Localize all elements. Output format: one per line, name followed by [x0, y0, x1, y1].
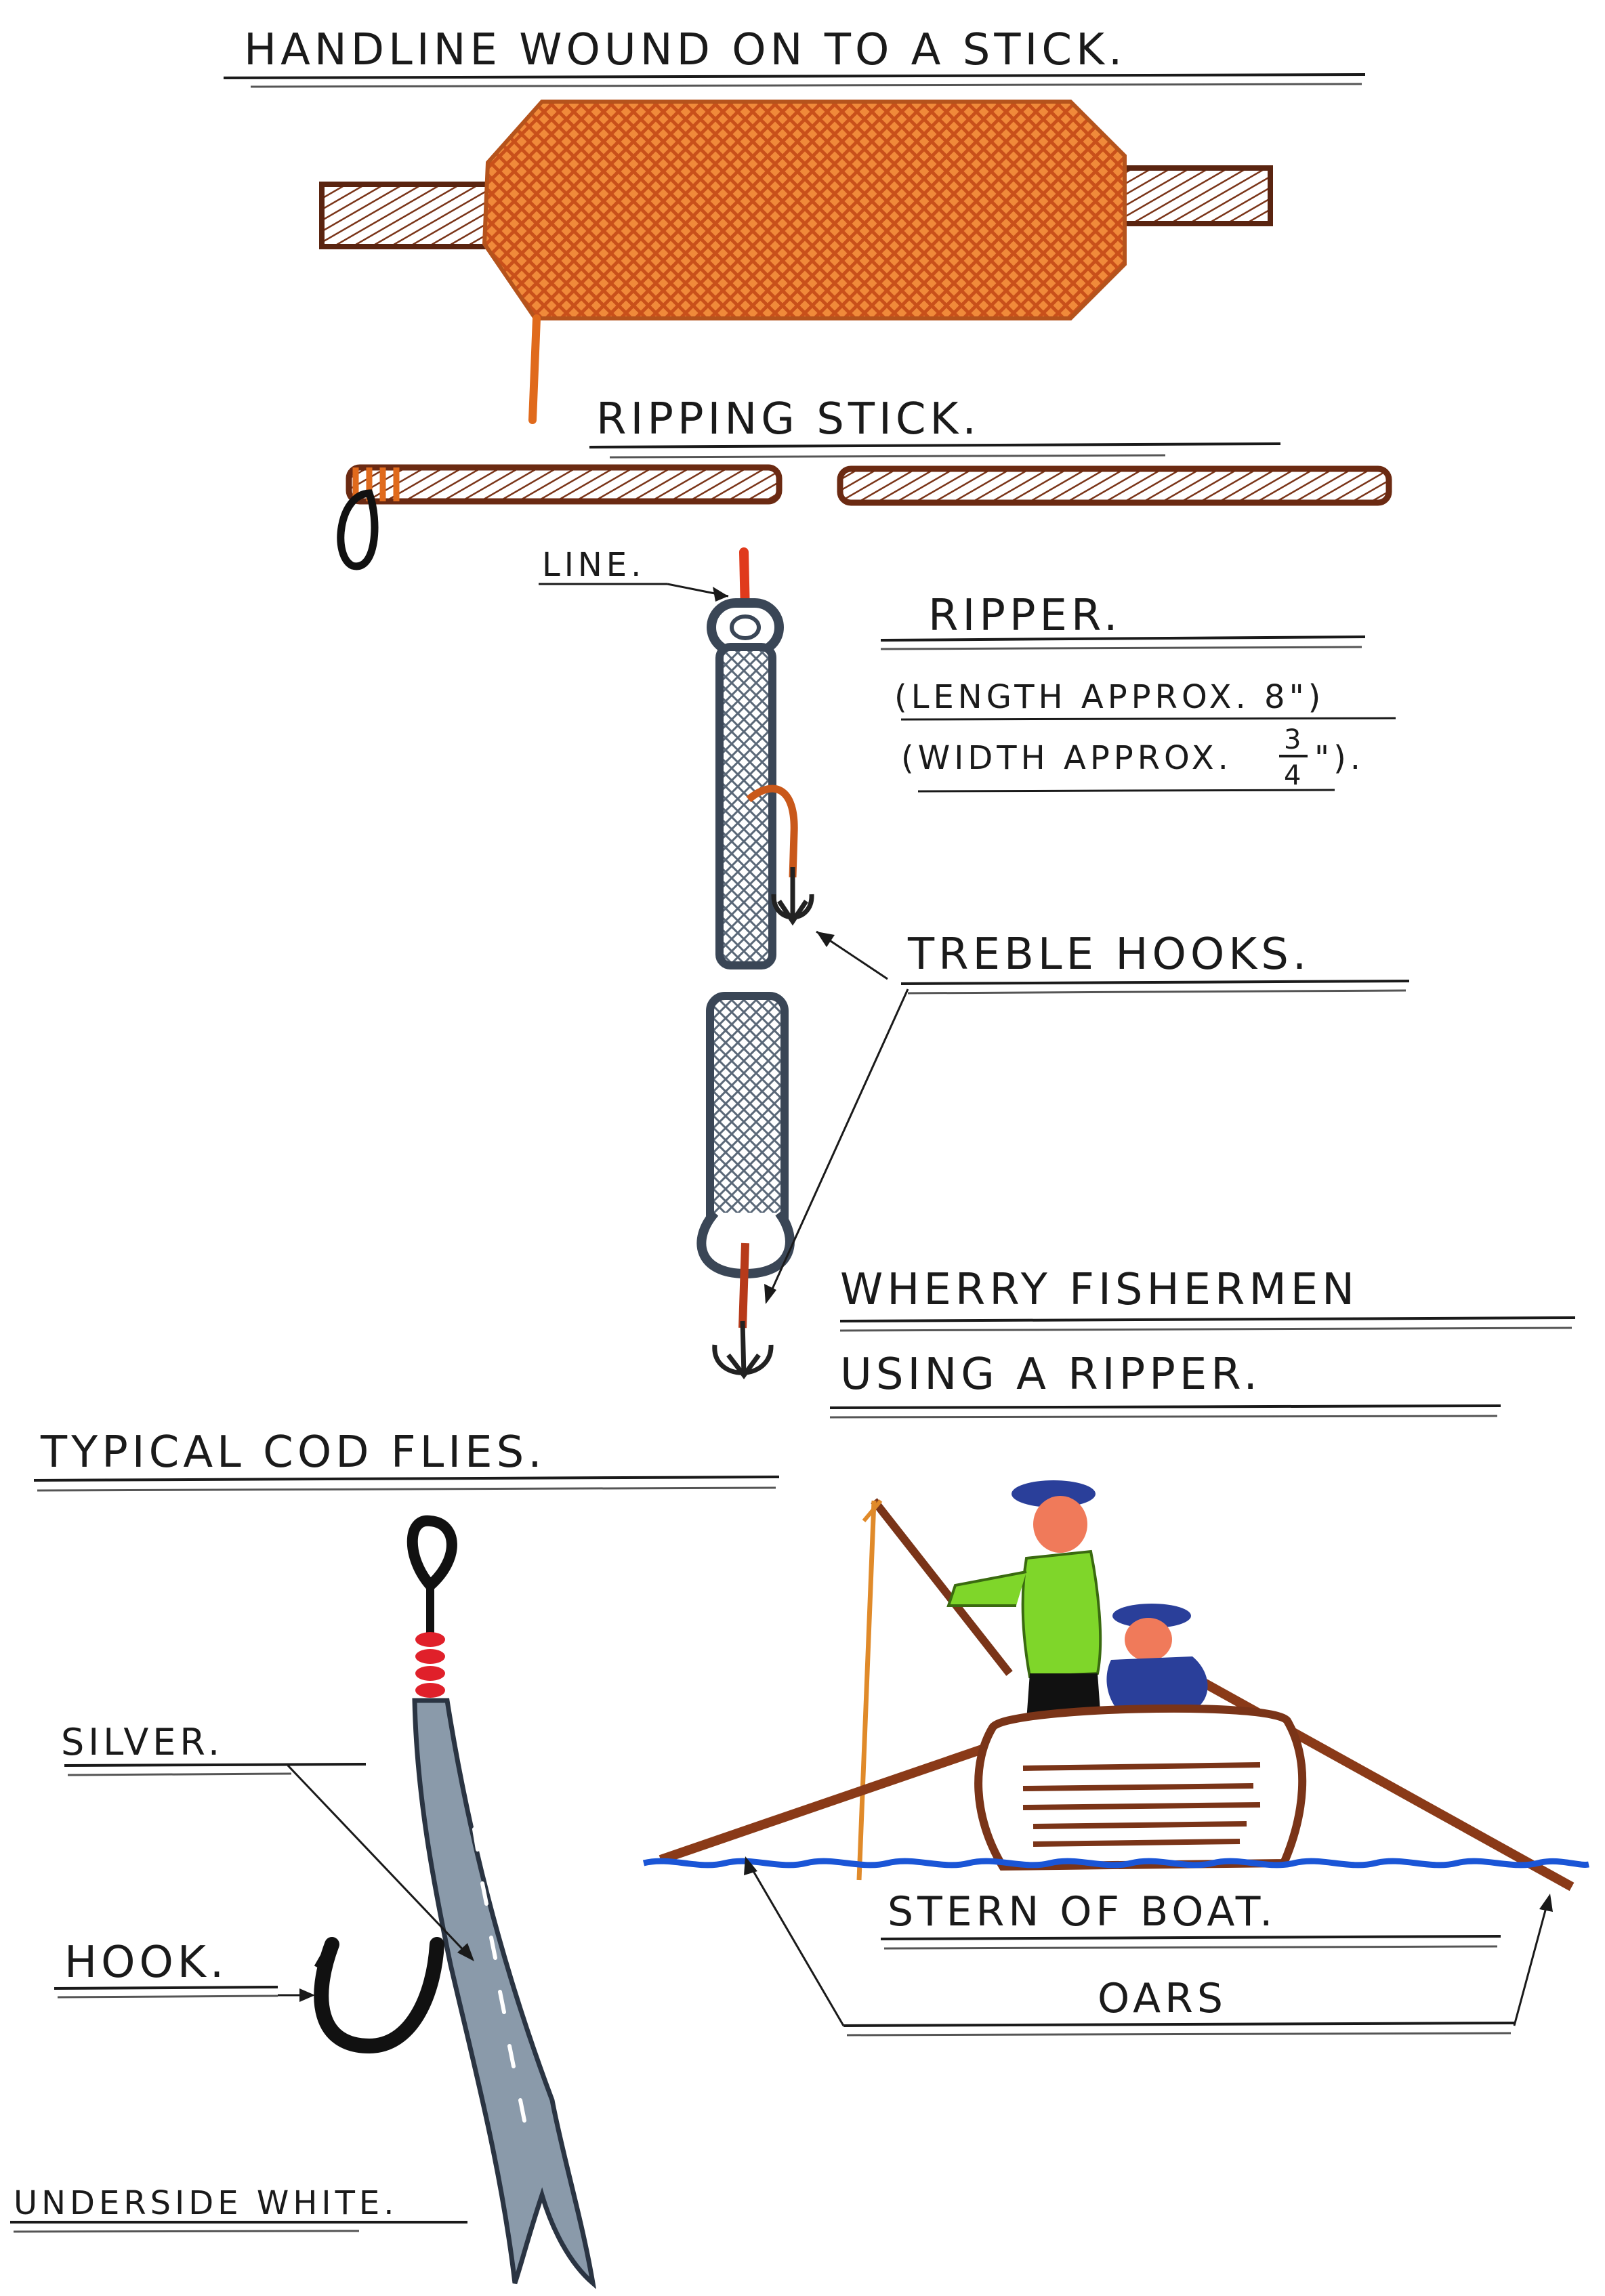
title-underline — [880, 635, 1366, 642]
cod-flies-section: TYPICAL COD FLIES. SILVER. HOOK. UNDERSI… — [10, 1427, 780, 2289]
hook-label: HOOK. — [64, 1938, 228, 1988]
oar-left — [659, 1740, 998, 1864]
pointer-head — [744, 1856, 757, 1875]
title-underline — [223, 73, 1366, 79]
fisherman-seated-jumper — [1106, 1656, 1208, 1711]
pointer-head — [457, 1943, 474, 1961]
fishing-line-tip — [862, 1499, 883, 1522]
label-underline — [64, 1763, 367, 1767]
stick-binding — [352, 467, 400, 501]
handline-title: HANDLINE WOUND ON TO A STICK. — [244, 25, 1126, 75]
ripper-width-note-denominator: 4 — [1284, 760, 1305, 791]
fisherman-seated-cap — [1112, 1604, 1191, 1628]
wooden-stick-right — [1102, 165, 1273, 226]
cod-flies-title: TYPICAL COD FLIES. — [40, 1427, 546, 1478]
ripper-width-note-prefix: (WIDTH APPROX. — [901, 739, 1232, 777]
title-underline — [839, 1327, 1572, 1332]
note-underline — [917, 789, 1335, 793]
treble-hook-lower — [712, 1320, 774, 1379]
ripper-eye-hole — [730, 614, 761, 640]
fisherman-standing-jumper — [1021, 1549, 1102, 1679]
treble-hooks-label: TREBLE HOOKS. — [907, 930, 1310, 980]
ripper-lower-body — [706, 992, 789, 1251]
boat-planks — [1022, 1762, 1261, 1847]
title-underline — [839, 1316, 1576, 1322]
label-underline — [843, 2022, 1515, 2027]
pointer-head — [299, 1988, 315, 2002]
fly-hook-barb — [314, 1942, 337, 1971]
fly-hook — [314, 1937, 444, 2054]
wooden-stick-left — [319, 182, 494, 249]
stick-end-loop — [337, 489, 379, 570]
fly-feather-body — [412, 1698, 597, 2289]
label-underline — [883, 1945, 1498, 1950]
ripper-title: RIPPER. — [928, 591, 1122, 641]
ripping-stick-section: RIPPING STICK. — [337, 394, 1392, 570]
water-line — [642, 1858, 1589, 1869]
label-underline — [67, 1772, 292, 1776]
title-underline — [37, 1486, 776, 1492]
pointer-head — [1539, 1894, 1553, 1912]
line-label: LINE. — [542, 546, 645, 584]
oars-label: OARS — [1098, 1975, 1227, 2022]
ripper-line-bottom — [738, 1243, 749, 1329]
oars-pointer-left — [747, 1862, 845, 2026]
title-underline — [589, 442, 1281, 448]
silver-label: SILVER. — [61, 1721, 224, 1763]
line-end-orange — [528, 314, 541, 424]
title-underline — [33, 1476, 780, 1482]
stern-of-boat-label: STERN OF BOAT. — [888, 1888, 1276, 1936]
wound-line-coil — [482, 100, 1127, 320]
pointer-head — [816, 932, 835, 947]
title-underline — [250, 83, 1362, 88]
note-underline — [900, 717, 1396, 721]
ripping-rod — [871, 1498, 1013, 1676]
label-underline — [907, 989, 1406, 995]
silver-pointer — [287, 1764, 472, 1959]
underside-white-label: UNDERSIDE WHITE. — [14, 2184, 398, 2222]
ripper-width-note-numerator: 3 — [1284, 724, 1305, 755]
ripping-stick-right — [837, 465, 1392, 506]
fly-eye-loop — [407, 1515, 457, 1593]
label-underline — [846, 2032, 1512, 2037]
label-underline — [57, 1995, 278, 1999]
title-underline — [829, 1404, 1501, 1409]
ripper-width-note-suffix: "). — [1314, 739, 1364, 777]
oars-pointer-right — [1513, 1900, 1549, 2026]
pointer-head — [764, 1284, 776, 1304]
treble-hook-upper — [771, 867, 814, 926]
wherry-title-line1: WHERRY FISHERMEN — [840, 1265, 1358, 1315]
label-underline — [54, 1986, 278, 1990]
ripping-stick-title: RIPPING STICK. — [596, 394, 980, 444]
treble-hooks-pointer-lower — [766, 988, 909, 1301]
ripper-length-note: (LENGTH APPROX. 8") — [894, 678, 1325, 716]
wherry-title-line2: USING A RIPPER. — [840, 1350, 1262, 1400]
ripper-wire — [746, 785, 798, 878]
ripper-upper-body — [715, 643, 776, 969]
fisherman-seated-face — [1125, 1618, 1172, 1661]
label-underline — [880, 1935, 1501, 1940]
title-underline — [829, 1415, 1498, 1419]
fishing-line-down — [856, 1500, 877, 1881]
label-underline — [13, 2230, 360, 2233]
title-underline — [609, 454, 1166, 459]
handline-section: HANDLINE WOUND ON TO A STICK. — [223, 25, 1366, 424]
label-underline — [900, 980, 1410, 985]
wherry-section: WHERRY FISHERMEN USING A RIPPER. STERN O… — [642, 1265, 1589, 2037]
ripper-section: LINE. RIPPER. (LENGTH APPROX. 8") (WIDTH… — [539, 546, 1410, 1379]
title-underline — [880, 646, 1362, 650]
fly-binding — [415, 1632, 445, 1698]
line-pointer-head — [713, 587, 728, 602]
fisherman-standing-arm — [946, 1570, 1027, 1607]
fisherman-standing-face — [1033, 1496, 1087, 1553]
fly-silver-marks — [472, 1827, 526, 2123]
ripping-stick-left — [346, 464, 783, 505]
